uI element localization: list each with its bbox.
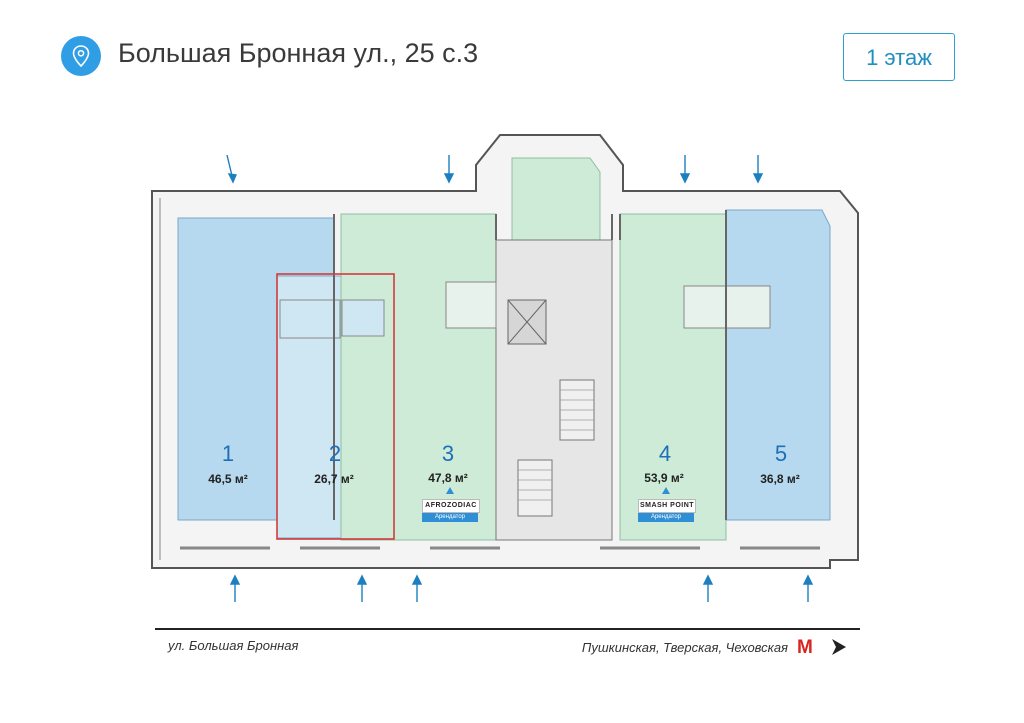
stair-core <box>495 239 613 541</box>
partitions <box>333 210 727 520</box>
unit-3-room[interactable] <box>340 213 497 541</box>
unit-4-tenant-status: Арендатор <box>638 513 694 522</box>
unit-5-area: 36,8 м² <box>760 472 800 486</box>
entrance-arrows-top <box>226 154 764 184</box>
unit-4-area: 53,9 м² <box>644 471 684 485</box>
unit-2-highlight <box>276 273 395 540</box>
unit-4-number: 4 <box>658 441 672 466</box>
floor-selector-button[interactable]: 1 этаж <box>843 33 955 81</box>
unit-3-wc <box>445 281 497 329</box>
unit-3-number: 3 <box>441 441 455 466</box>
metro-logo-icon: M <box>797 637 813 658</box>
unit-2-number: 2 <box>328 441 342 466</box>
unit-2-area: 26,7 м² <box>314 472 354 486</box>
lift-cross <box>507 299 547 345</box>
stair-treads <box>518 389 594 501</box>
unit-3-tenant-logo: AFROZODIAC <box>422 499 480 513</box>
unit-3-bay <box>511 157 601 241</box>
arrow-right-icon <box>832 639 846 655</box>
entrance-arrows-bottom <box>229 574 814 602</box>
unit-2-wc-b <box>341 299 385 337</box>
unit-4-tenant-pointer <box>662 487 670 494</box>
unit-3-tenant-status: Арендатор <box>422 513 478 522</box>
location-pin-badge <box>61 36 101 76</box>
map-pin-icon <box>72 45 90 67</box>
building-address: Большая Бронная ул., 25 с.3 <box>118 38 479 68</box>
unit-4-tenant-logo: SMASH POINT <box>638 499 696 513</box>
unit-5-number: 5 <box>774 441 788 466</box>
unit-3-tenant-pointer <box>446 487 454 494</box>
metro-stations: Пушкинская, Тверская, Чеховская <box>581 640 788 655</box>
unit-1-area: 46,5 м² <box>208 472 248 486</box>
unit-1-number: 1 <box>221 441 235 466</box>
unit-3-area: 47,8 м² <box>428 471 468 485</box>
unit-4-room[interactable] <box>619 213 727 541</box>
street-name: ул. Большая Бронная <box>168 638 299 653</box>
stair-flight-2 <box>517 459 553 517</box>
unit-2-wc <box>279 299 341 339</box>
